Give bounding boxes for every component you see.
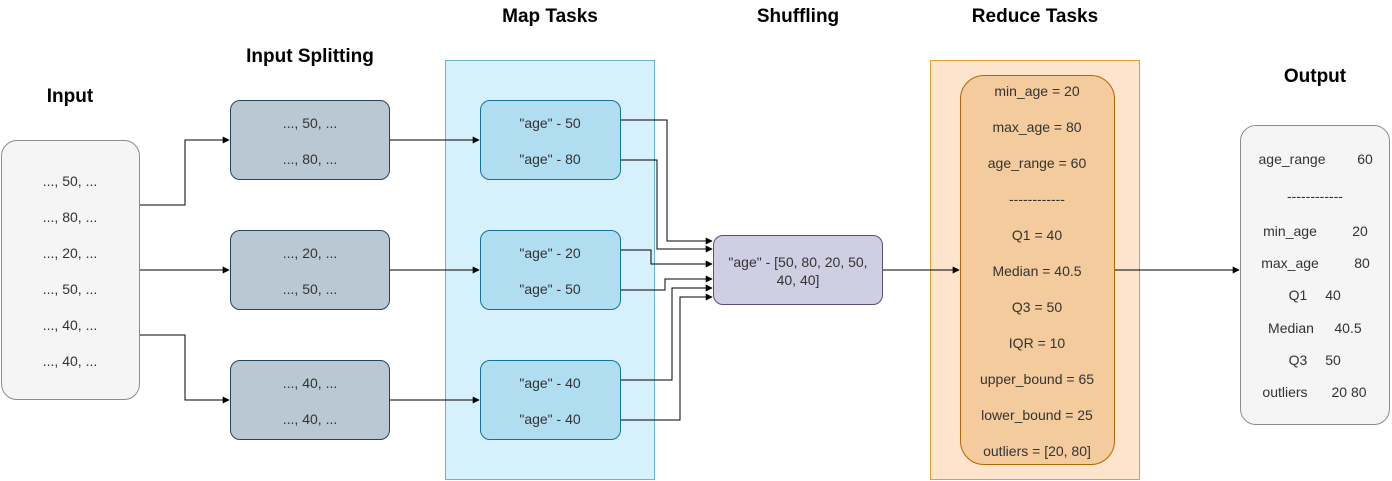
split-3-line-2: ..., 40, ... — [282, 411, 338, 427]
map-1-pair-2: "age" - 80 — [519, 151, 581, 167]
output-min-age-value: 20 — [1352, 223, 1368, 239]
output-q3-label: Q3 — [1288, 352, 1308, 368]
output-age-range-label: age_range — [1258, 151, 1326, 167]
input-line: ..., 80, ... — [42, 209, 98, 225]
input-line: ..., 20, ... — [42, 245, 98, 261]
map-3-pair-2: "age" - 40 — [519, 411, 581, 427]
shuffle-line-1: "age" - [50, 80, 20, 50, — [728, 254, 868, 270]
split-box-2 — [230, 230, 390, 310]
edge-map-1a-to-shuffle — [621, 119, 713, 245]
split-2-line-2: ..., 50, ... — [282, 281, 338, 297]
output-q3-value: 50 — [1325, 352, 1341, 368]
reduce-line-iqr: IQR = 10 — [1008, 335, 1066, 351]
output-outliers-value: 20 80 — [1331, 384, 1367, 400]
shuffle-line-2: 40, 40] — [776, 272, 820, 288]
output-max-age-label: max_age — [1261, 255, 1319, 271]
reduce-box — [960, 75, 1115, 465]
map-2-pair-1: "age" - 20 — [519, 245, 581, 261]
output-outliers-label: outliers — [1262, 384, 1308, 400]
output-q1-label: Q1 — [1288, 287, 1308, 303]
reduce-line-q1: Q1 = 40 — [1011, 227, 1063, 243]
edge-map-1b-to-shuffle — [621, 159, 713, 253]
split-1-line-1: ..., 50, ... — [282, 115, 338, 131]
header-output: Output — [1283, 66, 1347, 87]
reduce-line-lower-bound: lower_bound = 25 — [981, 407, 1093, 423]
edge-map-2b-to-shuffle — [621, 275, 713, 291]
input-line: ..., 50, ... — [42, 281, 98, 297]
output-age-range-value: 60 — [1357, 151, 1373, 167]
split-box-1 — [230, 100, 390, 180]
shuffle-box — [713, 235, 883, 305]
header-reduce-tasks: Reduce Tasks — [971, 6, 1099, 27]
edge-map-2a-to-shuffle — [621, 249, 713, 268]
output-median-value: 40.5 — [1334, 320, 1362, 336]
map-2-pair-2: "age" - 50 — [519, 281, 581, 297]
reduce-line-min-age: min_age = 20 — [994, 83, 1080, 99]
input-line: ..., 40, ... — [42, 317, 98, 333]
header-input: Input — [46, 86, 94, 107]
reduce-line-outliers: outliers = [20, 80] — [983, 443, 1091, 459]
reduce-line-median: Median = 40.5 — [992, 263, 1082, 279]
output-q1-value: 40 — [1325, 287, 1341, 303]
edge-map-3b-to-shuffle — [621, 293, 713, 421]
reduce-line-age-range: age_range = 60 — [987, 155, 1087, 171]
edge-input-to-split-1 — [140, 136, 230, 206]
output-min-age-label: min_age — [1263, 223, 1317, 239]
input-line: ..., 50, ... — [42, 173, 98, 189]
split-2-line-1: ..., 20, ... — [282, 245, 338, 261]
input-line: ..., 40, ... — [42, 353, 98, 369]
reduce-line-upper-bound: upper_bound = 65 — [979, 371, 1095, 387]
map-box-1 — [480, 100, 621, 180]
header-input-splitting: Input Splitting — [246, 46, 374, 67]
header-map-tasks: Map Tasks — [502, 6, 598, 27]
reduce-divider: ------------ — [1009, 191, 1065, 207]
output-divider: ------------ — [1287, 188, 1343, 204]
input-box — [1, 140, 140, 400]
map-3-pair-1: "age" - 40 — [519, 375, 581, 391]
output-box — [1240, 125, 1390, 425]
map-1-pair-1: "age" - 50 — [519, 115, 581, 131]
map-box-3 — [480, 360, 621, 440]
output-max-age-value: 80 — [1354, 255, 1370, 271]
split-3-line-1: ..., 40, ... — [282, 375, 338, 391]
edge-map-3a-to-shuffle — [621, 284, 713, 381]
reduce-line-q3: Q3 = 50 — [1011, 299, 1063, 315]
edge-input-to-split-3 — [140, 334, 230, 404]
split-box-3 — [230, 360, 390, 440]
split-1-line-2: ..., 80, ... — [282, 151, 338, 167]
reduce-line-max-age: max_age = 80 — [992, 119, 1082, 135]
map-box-2 — [480, 230, 621, 310]
output-median-label: Median — [1268, 320, 1314, 336]
header-shuffling: Shuffling — [756, 6, 840, 27]
